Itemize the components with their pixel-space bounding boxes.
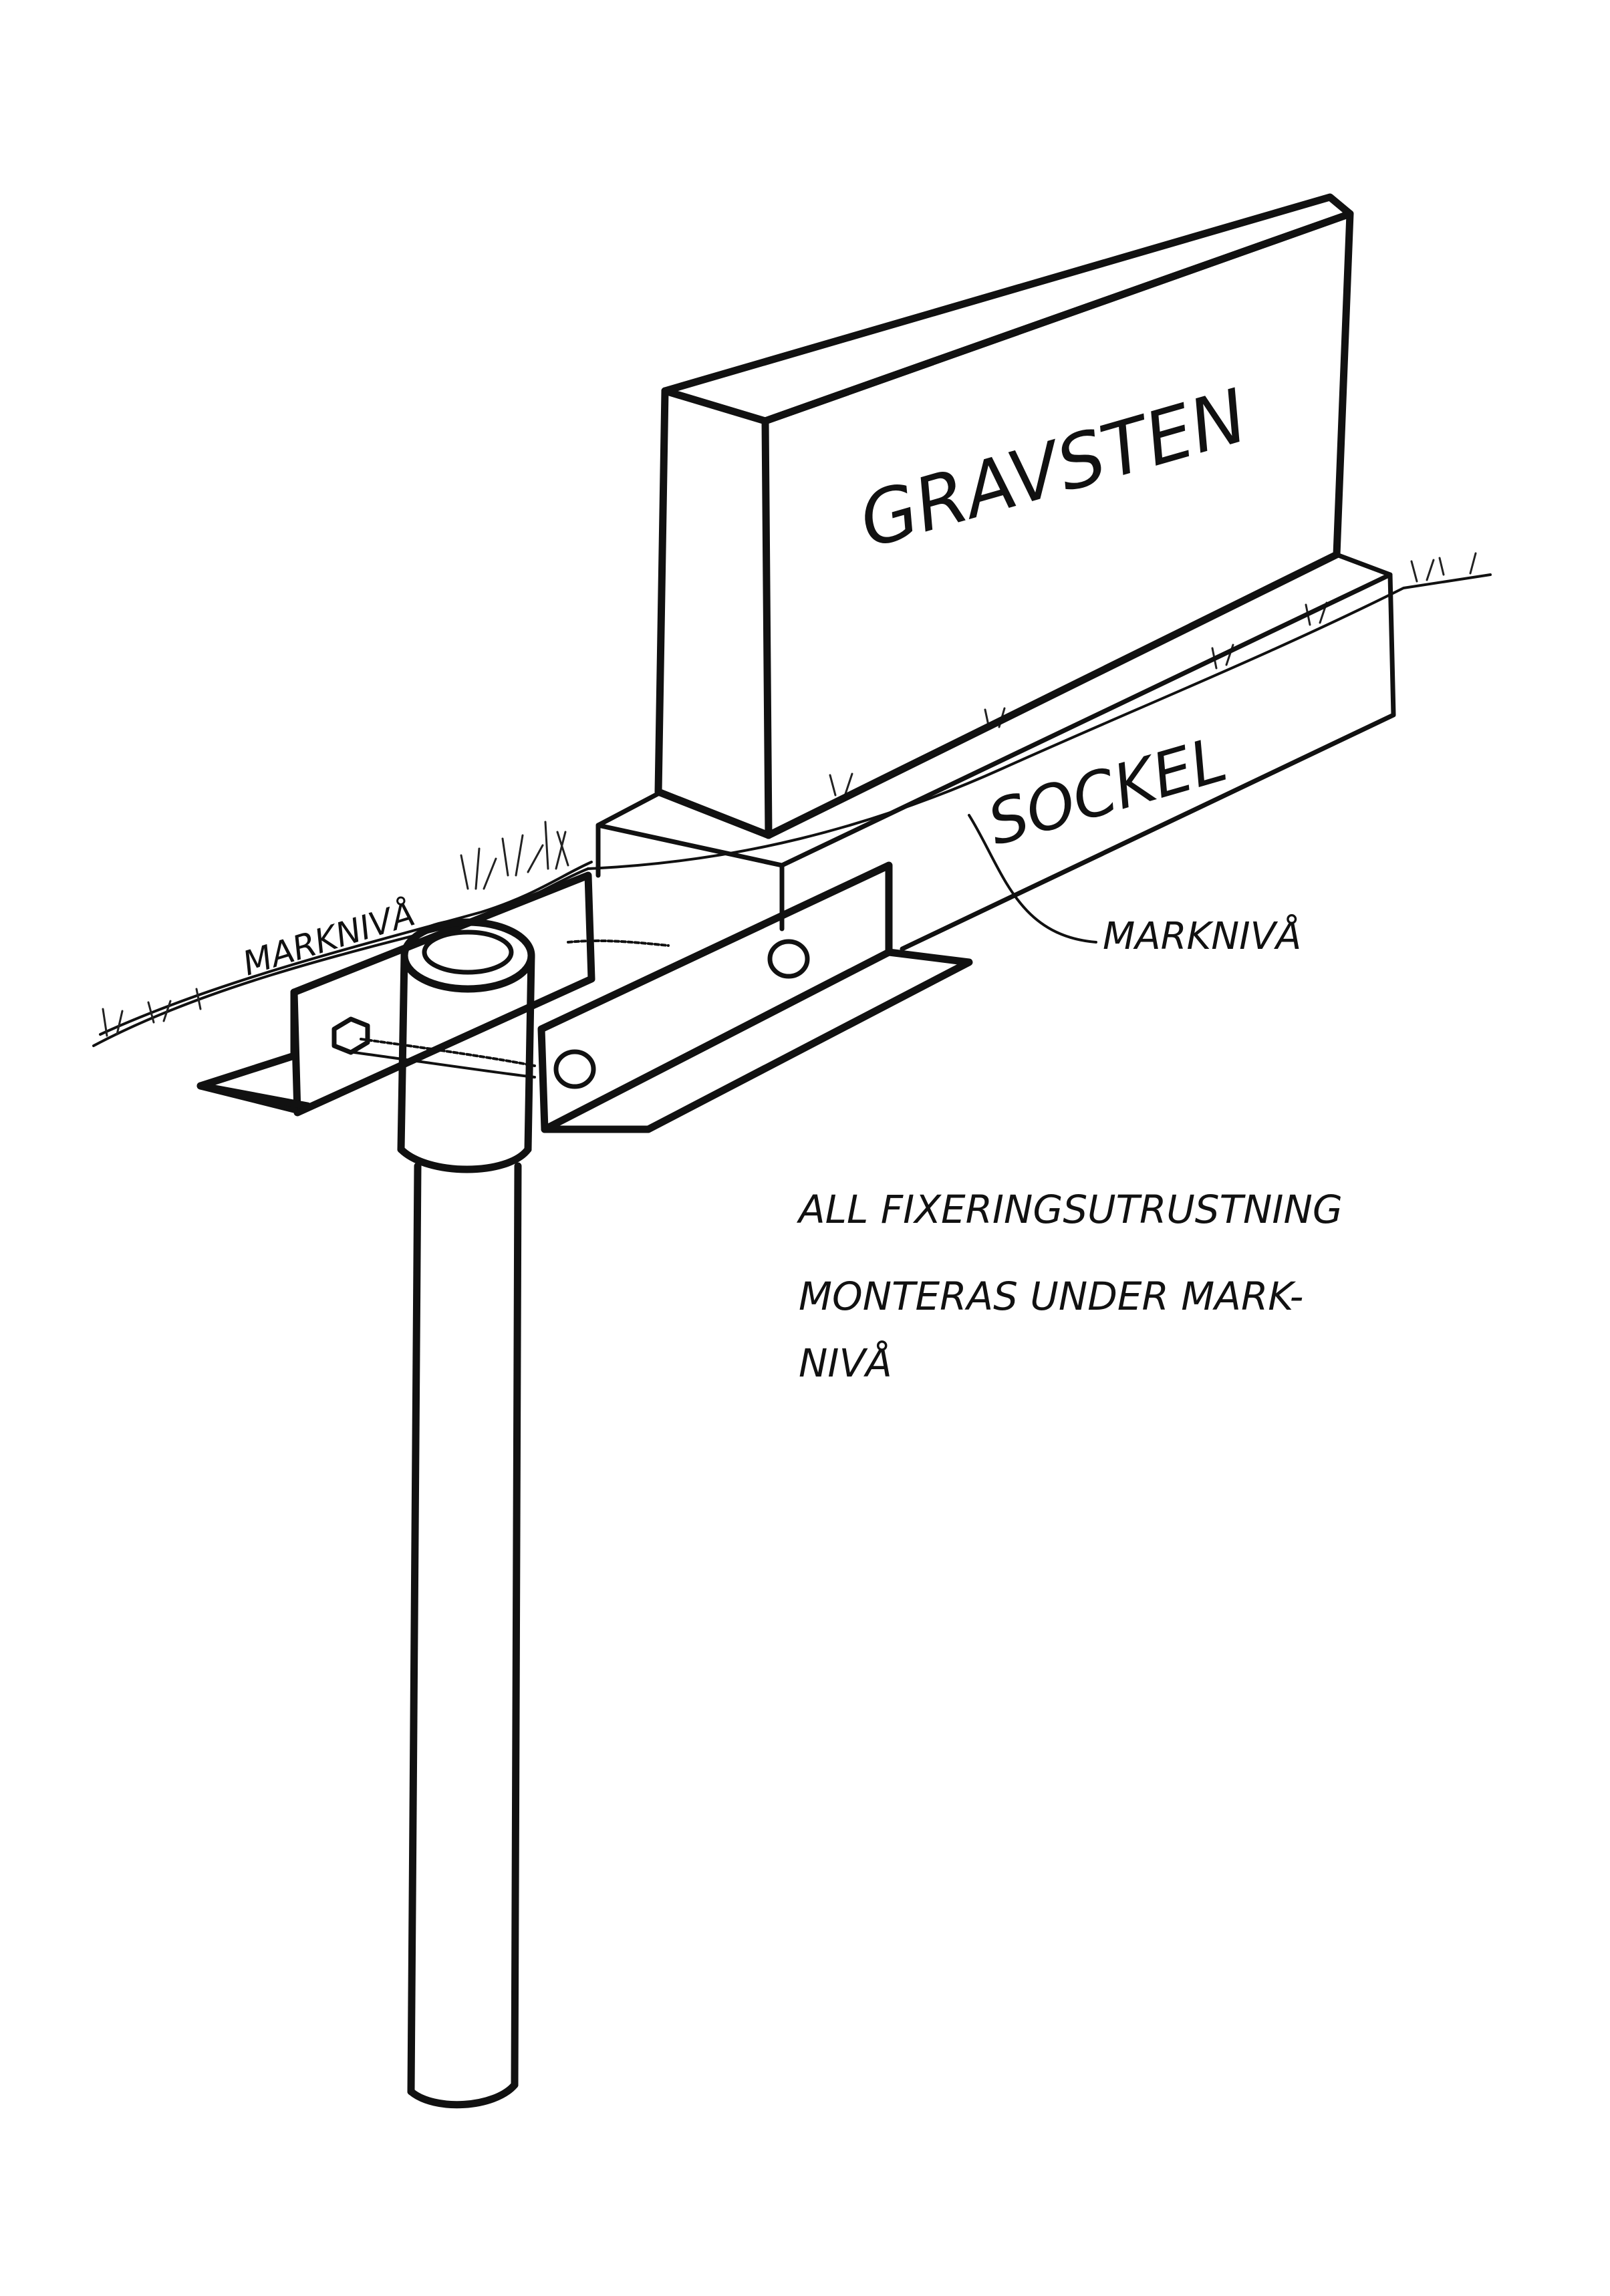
stone-label: GRAVSTEN	[850, 373, 1256, 565]
threaded-rod	[353, 939, 670, 1079]
ground-rod	[407, 1162, 522, 2109]
plinth	[595, 552, 1396, 952]
bolt-right-upper	[767, 939, 810, 979]
ground-level-label-right: MARKNIVÅ	[1103, 914, 1301, 958]
sleeve	[397, 918, 535, 1173]
note-line-3: NIVÅ	[799, 1340, 892, 1386]
angle-bracket-left	[196, 871, 595, 1117]
note-line-2: MONTERAS UNDER MARK-	[799, 1274, 1303, 1319]
angle-bracket-right	[537, 861, 973, 1133]
ground-level-label-left: MARKNIVÅ	[239, 894, 420, 983]
nut-left	[331, 1016, 370, 1055]
plinth-label: SOCKEL	[980, 724, 1234, 859]
leader-line	[968, 814, 1097, 944]
bolt-right-lower	[553, 1049, 596, 1089]
note-line-1: ALL FIXERINGSUTRUSTNING	[796, 1187, 1343, 1232]
